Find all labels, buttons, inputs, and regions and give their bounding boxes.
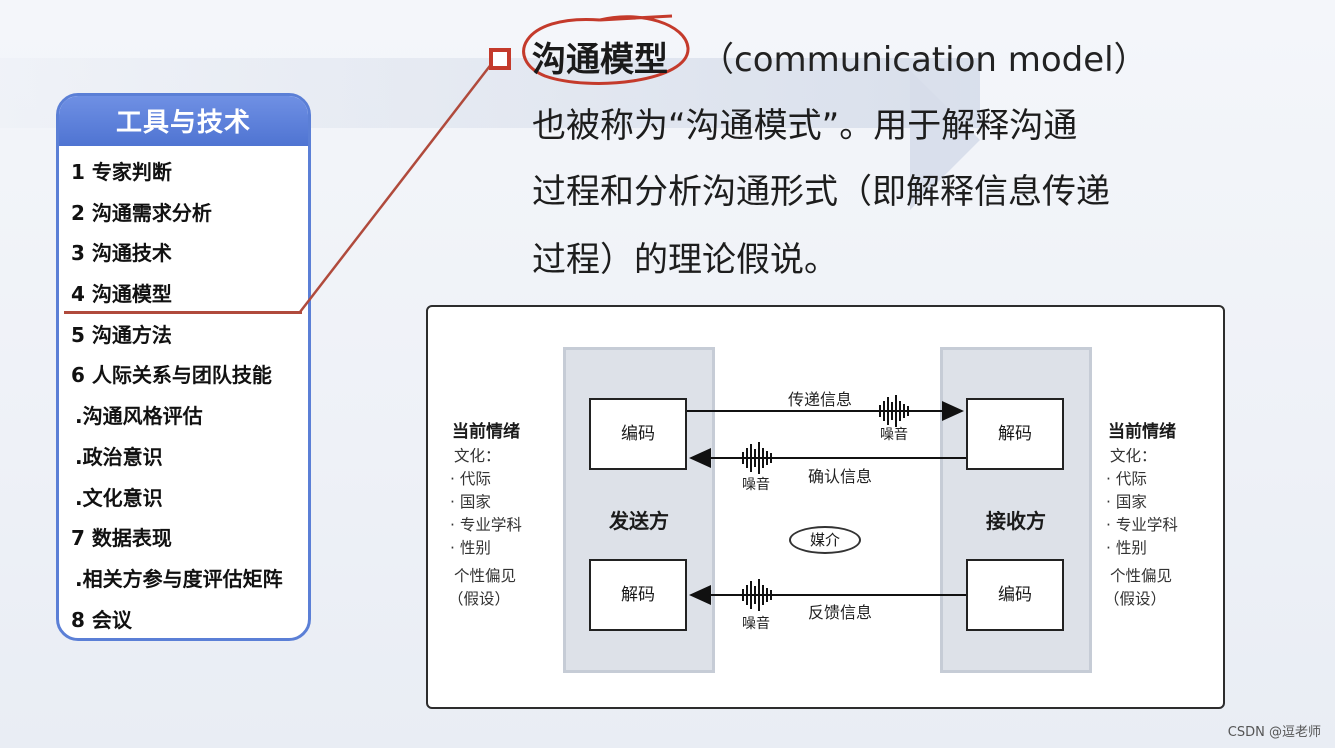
- context-item-left: · 性别: [450, 539, 491, 557]
- tools-list: 1 专家判断 2 沟通需求分析 3 沟通技术 4 沟通模型 5 沟通方法 6 人…: [59, 146, 308, 638]
- tools-item: 8 会议: [71, 607, 132, 632]
- context-bias-right: 个性偏见: [1110, 567, 1173, 585]
- context-culture-left: 文化：: [454, 447, 501, 465]
- tools-panel-title: 工具与技术: [59, 96, 308, 146]
- ack-label: 确认信息: [808, 467, 873, 486]
- footer-watermark: CSDN @逗老师: [1227, 725, 1321, 740]
- description-line: 过程和分析沟通形式（即解释信息传递: [532, 172, 1110, 212]
- circle-annotation: [522, 14, 690, 85]
- feedback-label: 反馈信息: [808, 603, 873, 622]
- tools-item: 1 专家判断: [71, 160, 172, 184]
- context-culture-right: 文化：: [1110, 447, 1157, 465]
- description-line: 过程）的理论假说。: [532, 240, 838, 280]
- context-title-left: 当前情绪: [452, 422, 520, 442]
- noise-wave-icon: [742, 442, 772, 474]
- term-title: 沟通模型: [532, 40, 668, 80]
- connector-line: [299, 57, 497, 313]
- diagram-arrows: [687, 395, 966, 611]
- context-item-right: · 代际: [1106, 470, 1147, 488]
- tools-item: 5 沟通方法: [71, 322, 172, 347]
- tools-item: 7 数据表现: [71, 526, 172, 551]
- tools-subitem: .政治意识: [75, 444, 163, 469]
- noise-label: 噪音: [742, 477, 770, 493]
- communication-model-diagram: 当前情绪 文化： · 代际 · 国家 · 专业学科 · 性别 个性偏见 （假设）…: [426, 305, 1225, 709]
- context-item-right: · 性别: [1106, 539, 1147, 557]
- context-item-right: · 国家: [1106, 493, 1147, 511]
- context-item-right: · 专业学科: [1106, 516, 1178, 534]
- noise-label: 噪音: [742, 616, 770, 632]
- highlight-underline: [64, 311, 302, 314]
- sender-encode-box: 编码: [589, 398, 687, 470]
- receiver-label: 接收方: [986, 509, 1046, 533]
- bullet-square-icon: [489, 48, 511, 70]
- description-line: 也被称为“沟通模式”。用于解释沟通: [532, 106, 1078, 146]
- sender-label: 发送方: [609, 509, 669, 533]
- noise-wave-icon: [879, 395, 909, 427]
- tools-panel: 工具与技术 1 专家判断 2 沟通需求分析 3 沟通技术 4 沟通模型 5 沟通…: [56, 93, 311, 641]
- context-item-left: · 专业学科: [450, 516, 522, 534]
- sender-decode-box: 解码: [589, 559, 687, 631]
- context-title-right: 当前情绪: [1108, 422, 1176, 442]
- tools-subitem: .沟通风格评估: [75, 404, 203, 429]
- receiver-encode-box: 编码: [966, 559, 1064, 631]
- tools-item: 6 人际关系与团队技能: [71, 363, 272, 388]
- tools-item: 3 沟通技术: [71, 241, 172, 266]
- context-item-left: · 国家: [450, 493, 491, 511]
- context-bias-right: （假设）: [1104, 590, 1167, 608]
- tools-item-highlighted: 4 沟通模型: [71, 282, 172, 307]
- noise-label: 噪音: [880, 427, 908, 443]
- context-item-left: · 代际: [450, 470, 491, 488]
- tools-subitem: .文化意识: [75, 485, 163, 510]
- tools-item: 2 沟通需求分析: [71, 200, 212, 225]
- banner-arrow: [910, 70, 980, 210]
- send-label: 传递信息: [788, 390, 853, 409]
- receiver-decode-box: 解码: [966, 398, 1064, 470]
- context-bias-left: （假设）: [448, 590, 511, 608]
- noise-wave-icon: [742, 579, 772, 611]
- term-english: （communication model）: [700, 40, 1148, 80]
- context-bias-left: 个性偏见: [454, 567, 517, 585]
- medium-ellipse: 媒介: [789, 526, 861, 554]
- tools-subitem: .相关方参与度评估矩阵: [75, 566, 283, 591]
